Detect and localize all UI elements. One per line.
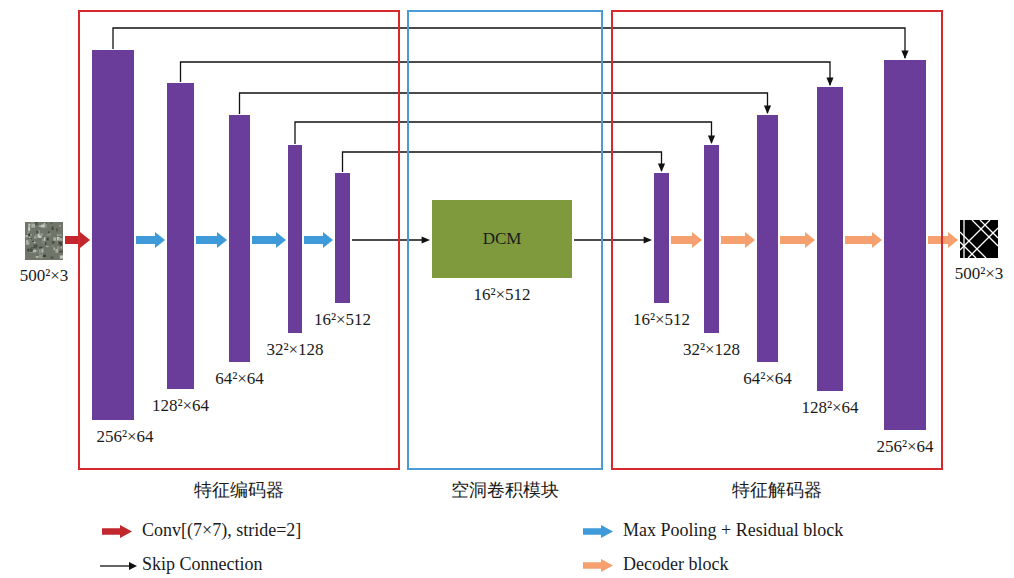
legend-label: Conv[(7×7), stride=2] bbox=[142, 520, 301, 541]
block-arrow bbox=[252, 232, 286, 248]
block-arrow bbox=[721, 232, 755, 248]
block-arrow bbox=[136, 232, 165, 248]
skip-connection bbox=[181, 62, 834, 86]
output-image: 500²×3 bbox=[960, 220, 998, 258]
block-arrow bbox=[845, 232, 882, 248]
skip-connection bbox=[343, 152, 666, 172]
size-label: 64²×64 bbox=[743, 369, 792, 389]
size-label: 128²×64 bbox=[152, 396, 209, 416]
size-label: 256²×64 bbox=[876, 437, 933, 457]
dcm-block: DCM16²×512 bbox=[432, 200, 572, 278]
satellite-image bbox=[25, 222, 63, 260]
block-arrow bbox=[780, 232, 815, 248]
skip-connection bbox=[113, 28, 909, 59]
flow-arrow bbox=[574, 236, 652, 243]
module-title: 特征编码器 bbox=[194, 480, 284, 502]
feature-map-bar: 64²×64 bbox=[229, 115, 250, 362]
skip-connection bbox=[295, 122, 715, 144]
block-arrow bbox=[196, 232, 227, 248]
feature-map-bar: 128²×64 bbox=[167, 83, 194, 389]
legend-label: Skip Connection bbox=[142, 554, 263, 575]
block-arrow bbox=[928, 232, 958, 248]
legend-line-sample bbox=[100, 554, 138, 576]
road-mask-image bbox=[960, 220, 998, 258]
module-region: 空洞卷积模块DCM16²×512 bbox=[407, 10, 603, 470]
flow-arrow bbox=[352, 236, 430, 243]
feature-map-bar: 256²×64 bbox=[92, 50, 134, 420]
input-image: 500²×3 bbox=[25, 222, 63, 260]
block-arrow bbox=[304, 232, 333, 248]
feature-map-bar: 128²×64 bbox=[817, 87, 843, 391]
legend-swatch bbox=[583, 525, 613, 538]
skip-connection bbox=[240, 93, 772, 114]
size-label: 32²×128 bbox=[683, 340, 740, 360]
feature-map-bar: 256²×64 bbox=[884, 60, 926, 430]
feature-map-bar: 16²×512 bbox=[335, 173, 350, 303]
size-label: 500²×3 bbox=[20, 266, 69, 286]
block-name: DCM bbox=[483, 229, 522, 249]
size-label: 32²×128 bbox=[266, 340, 323, 360]
feature-map-bar: 16²×512 bbox=[654, 173, 669, 303]
feature-map-bar: 32²×128 bbox=[288, 145, 302, 333]
legend-swatch bbox=[102, 525, 132, 538]
size-label: 64²×64 bbox=[215, 369, 264, 389]
size-label: 256²×64 bbox=[96, 427, 153, 447]
size-label: 16²×512 bbox=[473, 285, 530, 305]
legend-swatch bbox=[583, 559, 613, 572]
size-label: 16²×512 bbox=[633, 310, 690, 330]
legend-label: Max Pooling + Residual block bbox=[623, 520, 843, 541]
feature-map-bar: 32²×128 bbox=[704, 145, 719, 333]
feature-map-bar: 64²×64 bbox=[757, 115, 778, 362]
legend-label: Decoder block bbox=[623, 554, 728, 575]
module-region: 特征编码器256²×64128²×6464²×6432²×12816²×512 bbox=[78, 10, 400, 470]
module-title: 特征解码器 bbox=[732, 480, 822, 502]
block-arrow bbox=[671, 232, 702, 248]
size-label: 16²×512 bbox=[314, 310, 371, 330]
module-title: 空洞卷积模块 bbox=[451, 480, 559, 502]
size-label: 500²×3 bbox=[955, 264, 1004, 284]
module-region: 特征解码器16²×51232²×12864²×64128²×64256²×64 bbox=[611, 10, 943, 470]
size-label: 128²×64 bbox=[801, 398, 858, 418]
